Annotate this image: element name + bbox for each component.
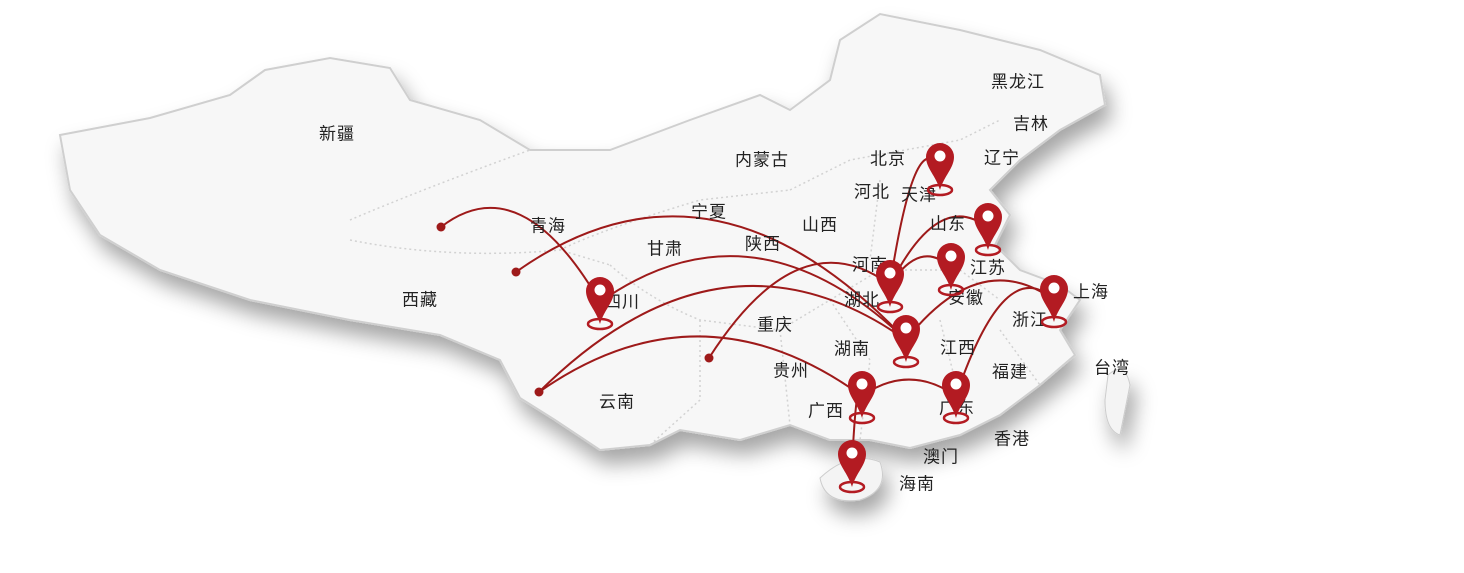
province-label: 黑龙江: [991, 72, 1045, 93]
route-arc: [538, 284, 907, 393]
province-label: 青海: [530, 216, 566, 237]
province-label: 香港: [994, 429, 1030, 450]
province-label: 浙江: [1012, 310, 1048, 331]
province-label: 福建: [992, 362, 1028, 383]
route-origin-dot: [534, 387, 544, 397]
location-pin-icon[interactable]: [1040, 275, 1068, 329]
province-label: 云南: [599, 392, 635, 413]
location-pin-icon[interactable]: [892, 315, 920, 369]
province-label: 西藏: [402, 290, 438, 311]
province-label: 甘肃: [647, 239, 683, 260]
province-label: 湖南: [834, 339, 870, 360]
province-label: 辽宁: [984, 148, 1020, 169]
location-pin-icon[interactable]: [876, 260, 904, 314]
province-label: 贵州: [773, 361, 809, 382]
province-label: 上海: [1073, 282, 1109, 303]
province-label: 海南: [899, 474, 935, 495]
province-label: 江苏: [970, 258, 1006, 279]
province-label: 河北: [854, 182, 890, 203]
location-pin-icon[interactable]: [942, 371, 970, 425]
location-pin-icon[interactable]: [586, 277, 614, 331]
route-arc: [515, 215, 907, 341]
location-pin-icon[interactable]: [838, 440, 866, 494]
route-arc: [538, 335, 863, 397]
location-pin-icon[interactable]: [926, 143, 954, 197]
route-arc: [440, 206, 601, 303]
route-origin-dot: [704, 353, 714, 363]
province-label: 台湾: [1094, 358, 1130, 379]
route-origin-dot: [436, 222, 446, 232]
province-label: 新疆: [319, 124, 355, 145]
route-origin-dot: [511, 267, 521, 277]
china-landmass: [58, 12, 1131, 502]
province-label: 江西: [940, 338, 976, 359]
province-label: 北京: [870, 149, 906, 170]
province-label: 山西: [802, 215, 838, 236]
province-label: 广西: [808, 401, 844, 422]
province-label: 陕西: [745, 234, 781, 255]
route-origins: [436, 222, 714, 397]
province-label: 宁夏: [691, 202, 727, 223]
province-label: 吉林: [1013, 114, 1049, 135]
location-pin-icon[interactable]: [937, 243, 965, 297]
route-arc: [599, 255, 907, 341]
province-label: 湖北: [844, 290, 880, 311]
location-pin-icon[interactable]: [848, 371, 876, 425]
province-label: 澳门: [923, 447, 959, 468]
location-pin-icon[interactable]: [974, 203, 1002, 257]
province-label: 重庆: [757, 315, 793, 336]
province-label: 山东: [930, 214, 966, 235]
province-label: 内蒙古: [735, 150, 789, 171]
